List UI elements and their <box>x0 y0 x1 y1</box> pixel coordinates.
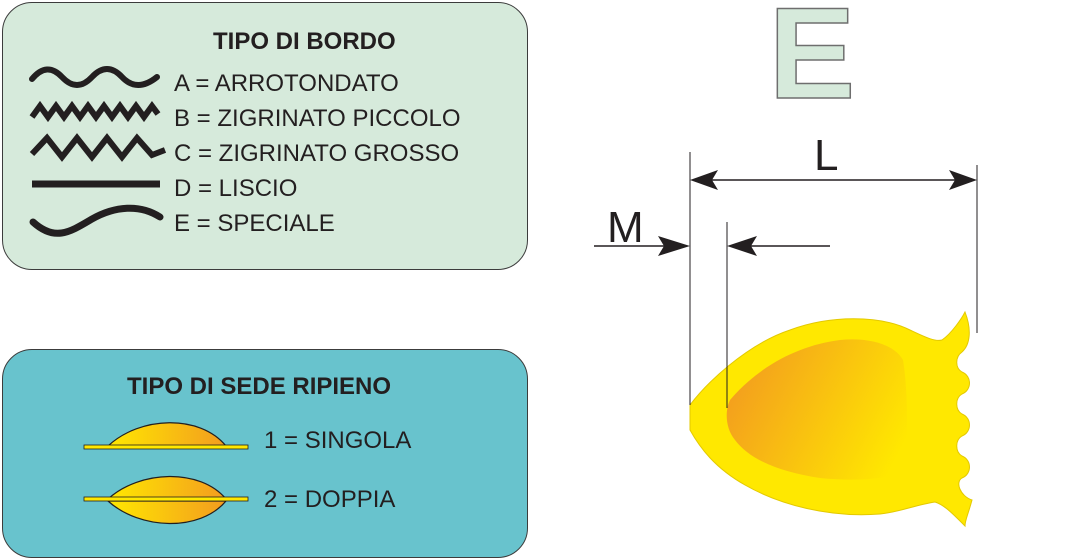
edge-panel-title: TIPO DI BORDO <box>213 28 396 55</box>
margin-label: M <box>607 203 644 252</box>
length-dimension <box>690 170 977 190</box>
edge-type-label: C = ZIGRINATO GROSSO <box>174 140 460 167</box>
edge-type-label: D = LISCIO <box>174 175 298 202</box>
filling-type-label: 1 = SINGOLA <box>264 427 412 454</box>
edge-icons <box>29 66 167 237</box>
filling-area <box>726 339 908 480</box>
filling-icons <box>83 422 249 525</box>
filling-type-panel <box>2 349 528 558</box>
edge-type-label: A = ARROTONDATO <box>174 70 399 97</box>
single-filling-seat-icon <box>83 422 249 450</box>
filling-type-label: 2 = DOPPIA <box>264 486 396 513</box>
edge-type-label: E = SPECIALE <box>174 210 335 237</box>
edge-type-label: B = ZIGRINATO PICCOLO <box>174 105 461 132</box>
large-zigzag-edge-icon <box>29 133 167 162</box>
length-label: L <box>814 131 839 180</box>
double-filling-seat-icon <box>83 475 249 525</box>
filling-panel-title: TIPO DI SEDE RIPIENO <box>127 373 392 400</box>
curved-edge-icon <box>29 204 164 237</box>
margin-dimension <box>594 236 830 256</box>
edge-type-panel <box>2 2 528 270</box>
edge-letter: E <box>769 0 856 126</box>
wavy-edge-icon <box>29 66 160 88</box>
small-zigzag-edge-icon <box>29 100 161 123</box>
